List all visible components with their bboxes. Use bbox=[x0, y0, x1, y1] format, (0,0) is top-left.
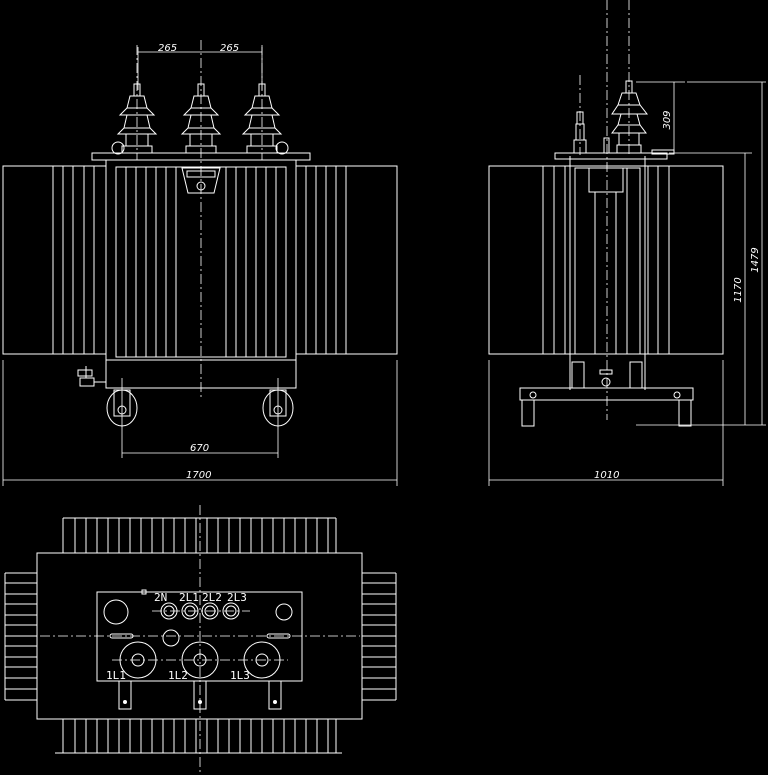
side-view: 309 1170 1479 1010 bbox=[488, 0, 766, 486]
wheel-right bbox=[262, 378, 294, 458]
dim-label: 670 bbox=[190, 443, 209, 454]
hv-bushing-side bbox=[611, 0, 649, 155]
dim-1170: 1170 bbox=[669, 152, 752, 425]
dim-1700: 1700 bbox=[2, 360, 398, 486]
terminal-label-2l2: 2L2 bbox=[202, 591, 222, 604]
hv-terminals: 1L1 1L2 1L3 bbox=[106, 641, 288, 682]
radiator-bottom bbox=[55, 719, 342, 754]
dim-label: 309 bbox=[662, 110, 673, 129]
hv-bushing-2 bbox=[180, 83, 222, 154]
dim-label: 1700 bbox=[186, 470, 211, 481]
hv-bushing-1 bbox=[116, 45, 158, 160]
terminal-label-1l1: 1L1 bbox=[106, 669, 126, 682]
dim-label: 265 bbox=[220, 43, 239, 54]
dim-309: 309 bbox=[636, 81, 685, 152]
radiator-top bbox=[62, 517, 337, 553]
terminal-label-2l1: 2L1 bbox=[179, 591, 199, 604]
dim-label: 1479 bbox=[750, 247, 761, 272]
radiator-left bbox=[4, 572, 37, 701]
valve-side-icon bbox=[599, 369, 613, 387]
dim-265-right: 265 bbox=[201, 43, 263, 90]
terminal-label-1l3: 1L3 bbox=[230, 669, 250, 682]
filler-cap-icon bbox=[103, 599, 129, 625]
nameplate-icon bbox=[181, 167, 221, 194]
dim-1010: 1010 bbox=[488, 360, 724, 486]
drain-valve-icon bbox=[77, 366, 106, 387]
terminal-label-2l3: 2L3 bbox=[227, 591, 247, 604]
dim-265-left: 265 bbox=[137, 43, 201, 90]
dim-1479: 1479 bbox=[636, 81, 766, 426]
terminal-label-2n: 2N bbox=[154, 591, 167, 604]
dim-670: 670 bbox=[122, 443, 278, 454]
lv-terminals: 2N 2L1 2L2 2L3 bbox=[152, 591, 250, 620]
wheel-left bbox=[106, 378, 138, 458]
dim-label: 1010 bbox=[594, 470, 619, 481]
top-view: 2N 2L1 2L2 2L3 1L1 1L2 1L3 bbox=[4, 505, 397, 775]
terminal-label-1l2: 1L2 bbox=[168, 669, 188, 682]
lv-bushing bbox=[573, 75, 587, 155]
dim-label: 1170 bbox=[733, 277, 744, 302]
front-view: 265 265 670 1700 bbox=[2, 40, 398, 486]
dim-label: 265 bbox=[158, 43, 177, 54]
radiator-right bbox=[362, 572, 397, 701]
